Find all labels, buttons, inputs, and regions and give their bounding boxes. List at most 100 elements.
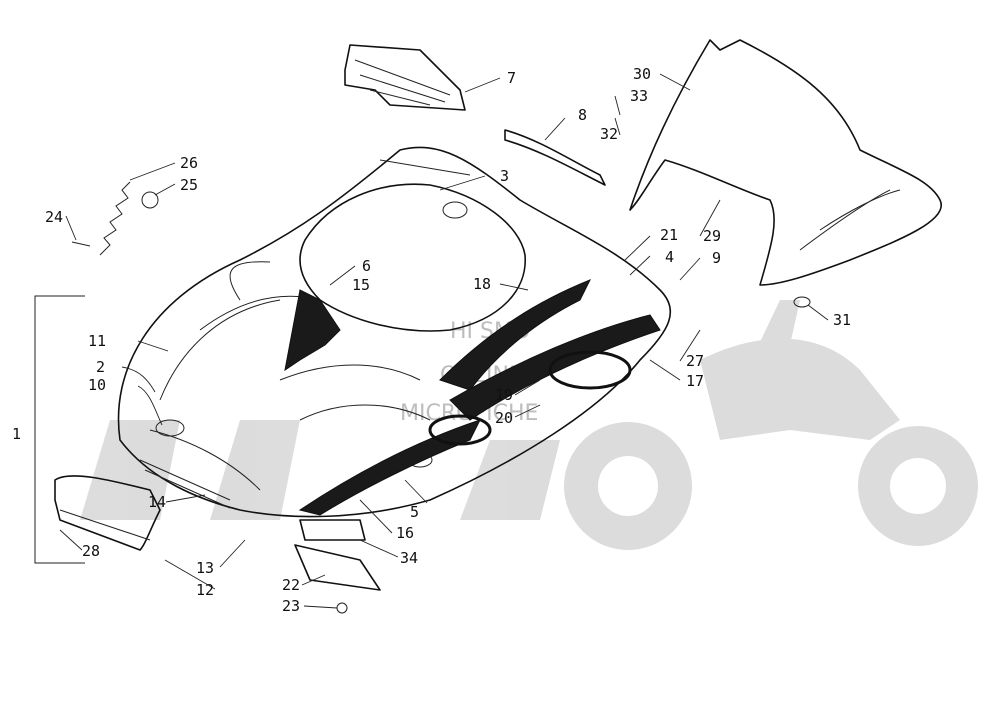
leader-9 (679, 257, 701, 281)
hood-contour-3 (229, 261, 271, 301)
callout-20: 20 (495, 409, 513, 427)
callout-31: 31 (833, 311, 851, 329)
leader-4 (629, 255, 651, 276)
pad-34 (299, 519, 366, 541)
callout-17: 17 (686, 372, 704, 390)
leader-11 (137, 340, 169, 352)
leader-22 (301, 574, 326, 586)
callout-8: 8 (578, 106, 587, 124)
vent-left (155, 419, 185, 437)
leader-30 (659, 73, 691, 91)
decal-side-stripe (449, 314, 661, 421)
leader-28 (59, 529, 83, 551)
leader-26 (129, 162, 176, 181)
callout-7: 7 (507, 69, 516, 87)
callout-24: 24 (45, 208, 63, 226)
leader-31 (807, 304, 829, 321)
emblem-top (442, 201, 468, 219)
callout-3: 3 (500, 167, 509, 185)
windshield-accent-2 (819, 189, 901, 231)
leader-8 (544, 117, 566, 141)
leader-29 (699, 199, 721, 237)
leader-14 (165, 494, 206, 503)
bolt-24 (71, 241, 91, 247)
spring-coil (99, 181, 131, 256)
leader-17 (649, 359, 681, 381)
pad-22 (294, 544, 381, 591)
leader-18 (499, 283, 529, 291)
leader-34 (359, 539, 399, 558)
leader-12 (164, 559, 216, 590)
leader-25 (154, 183, 176, 196)
hood-contour-4 (279, 364, 421, 381)
leader-20 (514, 404, 541, 418)
hook-ring (141, 191, 159, 209)
hood-contour-1 (159, 299, 281, 401)
top-decal-part (344, 44, 466, 111)
vent-strip-outline (504, 129, 606, 186)
callout-22: 22 (282, 576, 300, 594)
callout-29: 29 (703, 227, 721, 245)
leader-3 (439, 175, 486, 191)
callout-5: 5 (410, 503, 419, 521)
vent-strip-part (504, 129, 606, 186)
callout-16: 16 (396, 524, 414, 542)
callout-26: 26 (180, 154, 198, 172)
callout-34: 34 (400, 549, 418, 567)
decal-left-flame (284, 289, 341, 372)
windshield-accent-1 (799, 189, 891, 251)
callout-18: 18 (473, 275, 491, 293)
decal-right-flame-1 (439, 279, 592, 391)
callout-33: 33 (630, 87, 648, 105)
leader-23 (303, 605, 338, 609)
leader-27 (679, 329, 701, 362)
top-decal-hatch (354, 59, 451, 106)
callout-14: 14 (148, 493, 166, 511)
lower-trim-outline (54, 475, 161, 551)
leader-lines (59, 73, 829, 609)
callout-27: 27 (686, 352, 704, 370)
leader-7 (464, 77, 501, 93)
hood-outline (117, 146, 672, 518)
leader-6 (329, 265, 356, 286)
callout-2: 2 (96, 358, 105, 376)
pads (294, 519, 381, 614)
callout-28: 28 (82, 542, 100, 560)
callout-21: 21 (660, 226, 678, 244)
leader-32 (614, 117, 621, 136)
callout-4: 4 (665, 248, 674, 266)
hood-contour-5 (299, 404, 431, 421)
callout-23: 23 (282, 597, 300, 615)
decal-700-badge-2 (428, 414, 492, 446)
grille-lines (139, 459, 231, 509)
hood-top-ridge (379, 159, 471, 176)
lower-trim-detail (59, 509, 151, 541)
decal-right-flame-2 (298, 419, 481, 516)
windshield-outline (629, 39, 943, 286)
callout-11: 11 (88, 332, 106, 350)
top-decal-outline (344, 44, 466, 111)
group-bracket-1 (34, 295, 85, 564)
hood-assembly (117, 146, 672, 518)
leader-10 (137, 385, 163, 426)
callout-labels: 1 2 3 4 5 6 7 8 9 10 11 12 13 14 15 16 1… (12, 65, 851, 615)
callout-6: 6 (362, 257, 371, 275)
watermark-motorcycle (80, 300, 978, 550)
callout-15: 15 (352, 276, 370, 294)
callout-12: 12 (196, 581, 214, 599)
leader-19 (514, 379, 541, 396)
callout-1: 1 (12, 425, 21, 443)
callout-19: 19 (495, 386, 513, 404)
callout-32: 32 (600, 125, 618, 143)
spring-hardware (71, 181, 159, 256)
nut-23 (336, 602, 348, 614)
hood-contour-6 (149, 429, 261, 491)
leader-16 (359, 499, 393, 534)
callout-13: 13 (196, 559, 214, 577)
decal-700-badge (548, 350, 632, 390)
callout-9: 9 (712, 249, 721, 267)
leader-5 (404, 479, 428, 504)
leader-2 (121, 366, 156, 393)
leader-21 (624, 235, 651, 261)
